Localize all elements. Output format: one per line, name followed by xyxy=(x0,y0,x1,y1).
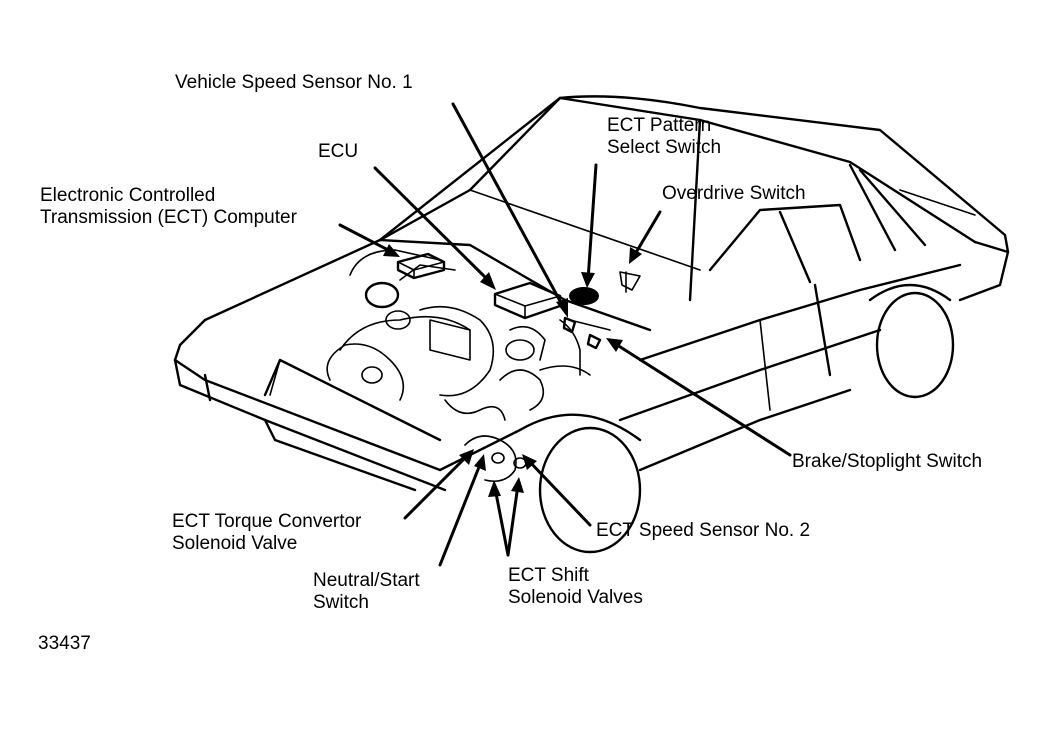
components xyxy=(396,252,641,350)
label-ect-speed-sensor-2: ECT Speed Sensor No. 2 xyxy=(596,520,811,541)
label-brake-stoplight-switch: Brake/Stoplight Switch xyxy=(792,451,983,472)
label-ect-pattern-select-switch: ECT Pattern Select Switch xyxy=(607,115,722,158)
leader-lines xyxy=(338,102,792,567)
label-vehicle-speed-sensor-1: Vehicle Speed Sensor No. 1 xyxy=(175,72,413,93)
car-body xyxy=(173,95,1010,554)
label-ect-shift-solenoid-valves: ECT Shift Solenoid Valves xyxy=(508,565,643,608)
label-ecu: ECU xyxy=(318,141,359,162)
engine-bay xyxy=(326,249,611,483)
label-neutral-start-switch: Neutral/Start Switch xyxy=(313,570,420,613)
label-ect-computer: Electronic Controlled Transmission (ECT)… xyxy=(40,185,297,228)
label-overdrive-switch: Overdrive Switch xyxy=(662,183,806,204)
figure-number: 33437 xyxy=(38,633,91,654)
label-ect-torque-convertor: ECT Torque Convertor Solenoid Valve xyxy=(172,511,362,554)
